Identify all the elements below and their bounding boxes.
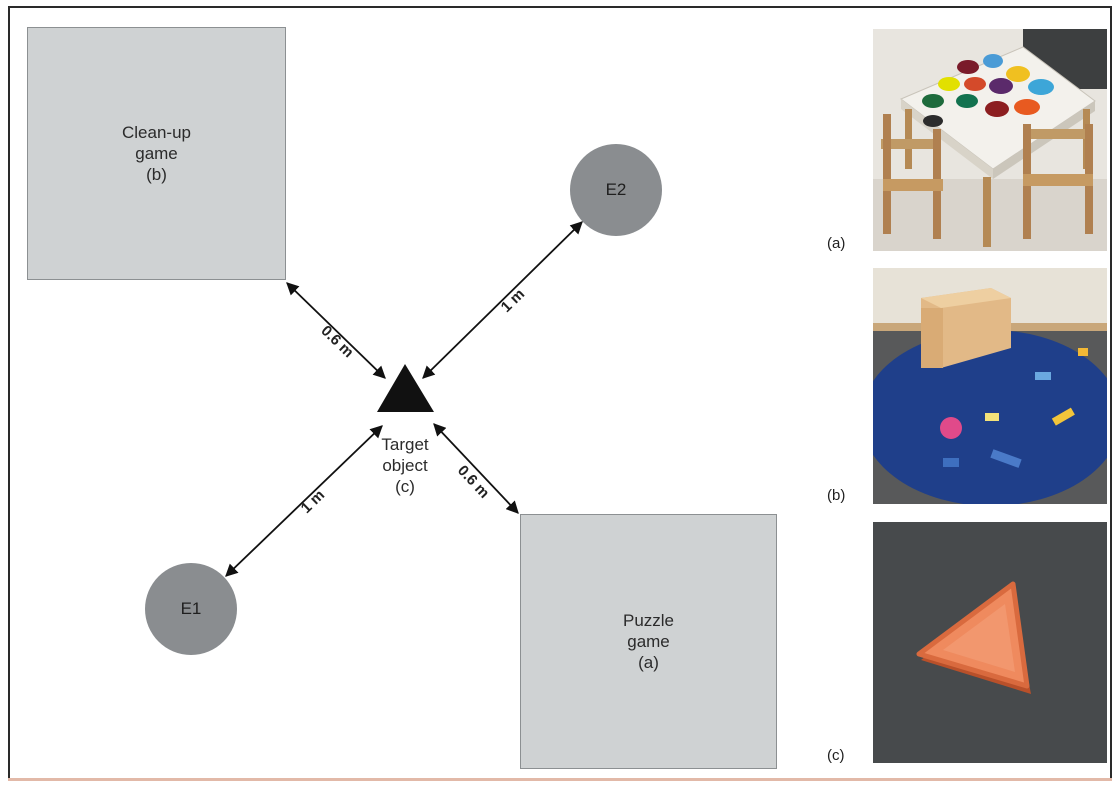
puzzle-game-area: Puzzle game (a) [520, 514, 777, 769]
arrow-target-to-puzzle [433, 423, 519, 514]
target-object-label: Target object (c) [363, 434, 447, 497]
photo-c-target-object [873, 522, 1107, 763]
photo-b-label: (b) [827, 487, 846, 504]
distance-label-puzzle: 0.6 m [454, 462, 493, 502]
experimenter-e1-label: E1 [180, 599, 202, 618]
photo-a-puzzle-table [873, 29, 1107, 251]
target-label-line3: (c) [395, 477, 415, 496]
target-label-line2: object [382, 456, 428, 475]
distance-label-clean-up: 0.6 m [317, 322, 356, 361]
photo-b-clean-up-rug [873, 268, 1107, 504]
clean-up-game-area: Clean-up game (b) [27, 27, 286, 280]
target-object-triangle [377, 364, 434, 412]
arrow-target-to-e1 [225, 425, 383, 577]
distance-label-e2: 1 m [498, 286, 528, 316]
photo-c-label: (c) [827, 747, 845, 764]
experimenter-e2-label: E2 [605, 180, 627, 199]
puzzle-game-label-line1: Puzzle [622, 611, 675, 630]
arrow-target-to-clean-up [286, 282, 386, 379]
experimenter-e1-circle: E1 [145, 563, 237, 655]
clean-up-game-label-line3: (b) [146, 165, 167, 184]
frame-bottom-edge [8, 778, 1112, 781]
puzzle-game-label-line2: game [627, 632, 670, 651]
puzzle-game-label-line3: (a) [638, 653, 659, 672]
distance-label-e1: 1 m [298, 487, 328, 517]
photo-a-label: (a) [827, 235, 846, 252]
clean-up-game-label-line1: Clean-up [122, 123, 191, 142]
experimenter-e2-circle: E2 [570, 144, 662, 236]
target-label-line1: Target [381, 435, 429, 454]
arrow-target-to-e2 [422, 221, 583, 379]
clean-up-game-label-line2: game [135, 144, 178, 163]
